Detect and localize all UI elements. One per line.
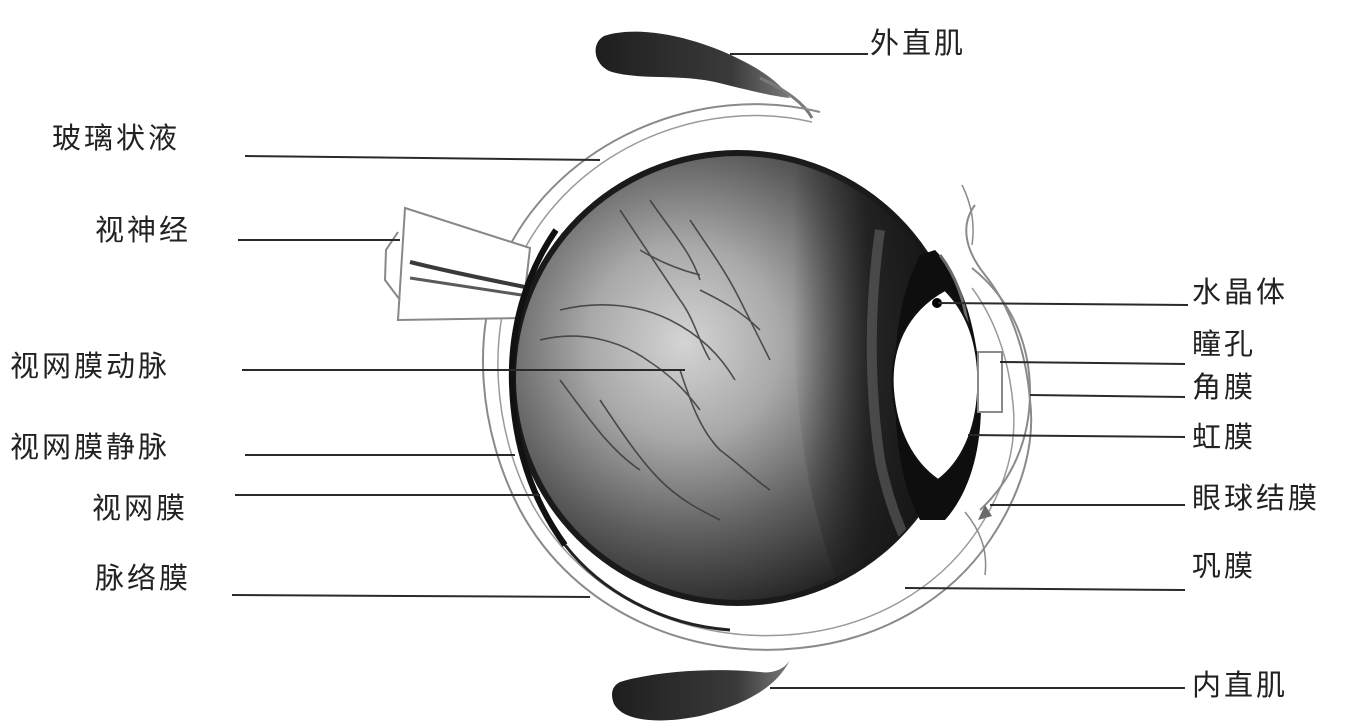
label-cornea: 角膜 (1192, 370, 1256, 404)
label-retinal-vein: 视网膜静脉 (10, 430, 170, 464)
label-lateral-rectus: 外直肌 (870, 26, 966, 60)
label-vitreous-body: 玻璃状液 (52, 121, 180, 155)
label-optic-nerve: 视神经 (95, 213, 191, 247)
leader-iris (968, 435, 1185, 437)
leader-sclera (905, 588, 1185, 590)
label-pupil: 瞳孔 (1192, 327, 1256, 361)
label-retinal-artery: 视网膜动脉 (10, 349, 170, 383)
medial-rectus-muscle (612, 660, 790, 720)
label-conjunctiva: 眼球结膜 (1192, 481, 1320, 515)
label-retina: 视网膜 (92, 491, 188, 525)
leader-cornea (1030, 395, 1185, 397)
label-medial-rectus: 内直肌 (1192, 668, 1288, 702)
label-iris: 虹膜 (1192, 420, 1256, 454)
label-lens: 水晶体 (1192, 275, 1288, 309)
leader-lens (938, 303, 1188, 305)
optic-nerve (385, 208, 530, 320)
leader-choroid (232, 595, 590, 597)
label-choroid: 脉络膜 (95, 561, 191, 595)
leader-vitreous-body (245, 156, 600, 160)
label-sclera: 巩膜 (1192, 549, 1256, 583)
